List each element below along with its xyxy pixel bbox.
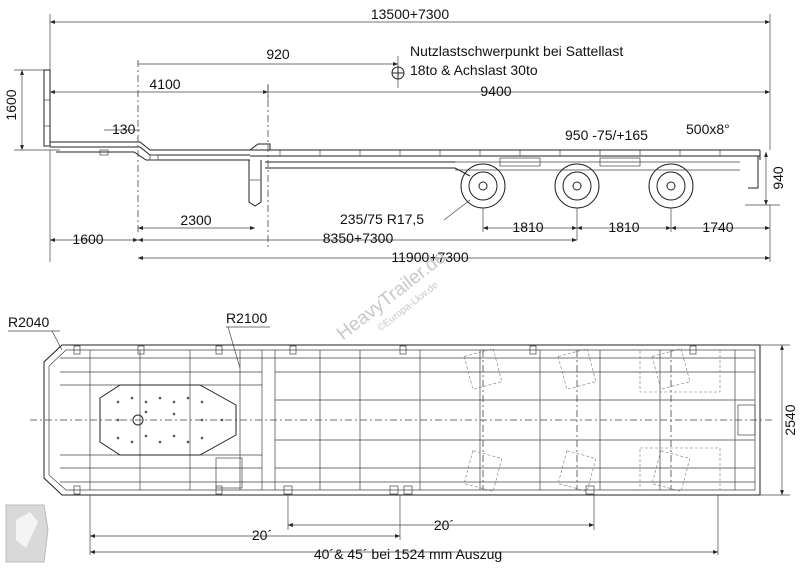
dim-overall-length: 13500+7300 xyxy=(371,6,449,22)
axle-wheels-top xyxy=(463,348,721,492)
container-dimensions: 20´ 20´ 40´& 45´ bei 1524 mm Auszug xyxy=(89,495,719,562)
dim-width-2540: 2540 xyxy=(782,404,798,435)
payload-note-line2: 18to & Achslast 30to xyxy=(410,62,538,78)
tire-size-label: 235/75 R17,5 xyxy=(340,211,424,227)
kingpin-icon xyxy=(132,414,144,426)
dim-920: 920 xyxy=(266,46,290,62)
wheel-axle-2 xyxy=(554,163,600,209)
dim-1740: 1740 xyxy=(702,219,733,235)
lashing-points xyxy=(73,345,697,495)
dim-1600-front: 1600 xyxy=(72,231,103,247)
dim-40-45ft: 40´& 45´ bei 1524 mm Auszug xyxy=(314,546,502,562)
overall-length-dimension: 13500+7300 xyxy=(49,6,771,150)
radius-rear-label: R2100 xyxy=(226,310,267,326)
dim-1810-b: 1810 xyxy=(608,219,639,235)
dim-9400: 9400 xyxy=(480,83,511,99)
site-logo-icon xyxy=(5,504,49,563)
dim-2300: 2300 xyxy=(180,212,211,228)
dimension-row-total: 11900+7300 xyxy=(138,249,770,265)
payload-note-line1: Nutzlastschwerpunkt bei Sattellast xyxy=(410,43,623,59)
dimension-row-kingpin: 1600 8350+7300 xyxy=(50,230,577,247)
width-dimension: 2540 xyxy=(760,344,798,496)
kingpin-holes xyxy=(116,396,224,444)
top-view: R2040 R2100 xyxy=(8,310,798,562)
side-view: 13500+7300 920 Nutzlastschwerpunkt bei S… xyxy=(3,6,786,265)
dim-4100: 4100 xyxy=(149,76,180,92)
dim-8350: 8350+7300 xyxy=(323,230,394,246)
dim-940: 940 xyxy=(770,166,786,190)
dim-500x8: 500x8° xyxy=(686,121,730,137)
dim-20ft-a: 20´ xyxy=(434,517,454,533)
trailer-side-profile xyxy=(43,69,761,207)
dimension-4100-9400: 4100 9400 xyxy=(50,76,770,100)
dimension-row-axles: 2300 1810 1810 1740 xyxy=(138,212,770,235)
dim-1600-height: 1600 xyxy=(3,89,19,120)
dim-20ft-b: 20´ xyxy=(252,527,272,543)
dim-130: 130 xyxy=(112,121,136,137)
dimension-940: 940 xyxy=(745,152,786,206)
dim-950: 950 -75/+165 xyxy=(565,127,648,143)
dimension-1600-height: 1600 xyxy=(3,69,60,151)
kingpin-plate xyxy=(99,384,237,456)
wheel-axle-1 xyxy=(460,163,506,209)
dim-1810-a: 1810 xyxy=(512,219,543,235)
dim-11900: 11900+7300 xyxy=(391,249,468,265)
payload-center-marker xyxy=(391,66,405,80)
radius-front-label: R2040 xyxy=(8,314,49,330)
wheel-axle-3 xyxy=(648,163,694,209)
